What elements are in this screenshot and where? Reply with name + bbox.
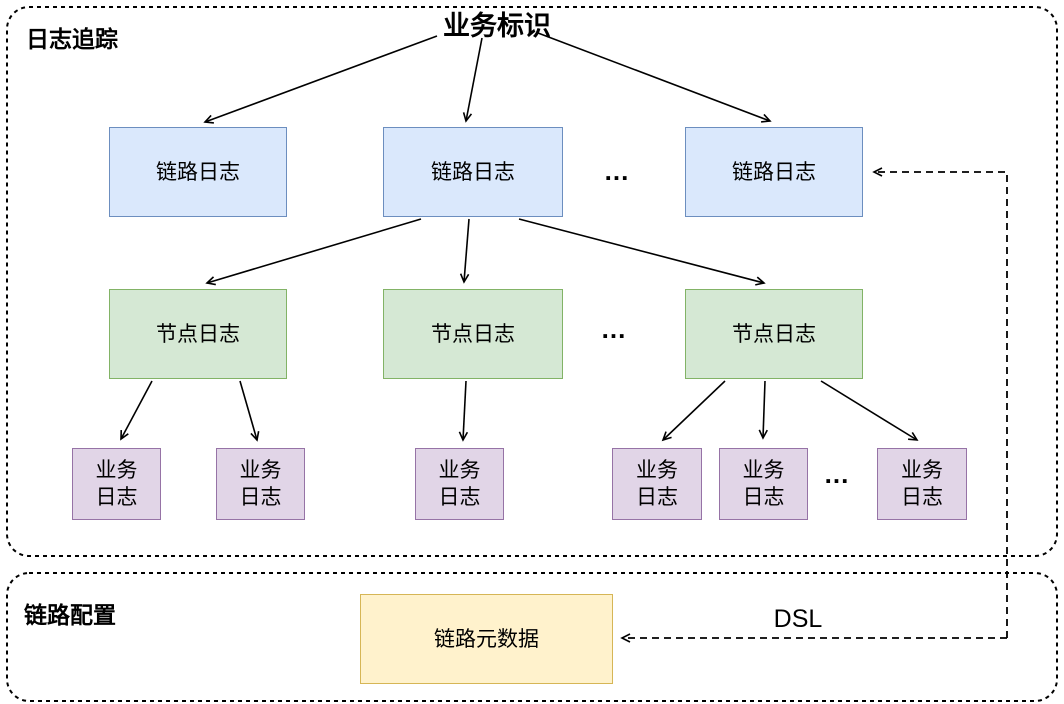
link-log-label-2: 链路日志 — [431, 160, 515, 184]
biz-log-ellipsis: ... — [824, 459, 850, 489]
config-section-label: 链路配置 — [24, 602, 116, 628]
arrow-linklog-to-nodelog-3 — [518, 218, 766, 286]
biz-log-label-1: 业务日志 — [95, 459, 138, 509]
link-log-label-1: 链路日志 — [156, 160, 240, 184]
arrow-nodelog2-to-bizlog-3 — [458, 380, 469, 442]
biz-log-box-3: 业务日志 — [415, 448, 504, 520]
biz-log-box-2: 业务日志 — [216, 448, 305, 520]
node-log-box-3: 节点日志 — [685, 289, 863, 379]
biz-log-label-2: 业务日志 — [239, 459, 282, 509]
config-section-border — [6, 572, 1058, 702]
biz-log-label-5: 业务日志 — [742, 459, 785, 509]
arrow-title-to-linklog-3 — [537, 32, 772, 123]
biz-log-box-5: 业务日志 — [719, 448, 808, 520]
biz-log-label-4: 业务日志 — [636, 459, 678, 509]
dsl-label: DSL — [773, 605, 823, 633]
node-log-box-2: 节点日志 — [383, 289, 563, 379]
arrow-nodelog3-to-bizlog-5 — [758, 380, 768, 440]
link-metadata-box: 链路元数据 — [360, 594, 613, 684]
biz-log-box-4: 业务日志 — [612, 448, 702, 520]
tracing-section-label: 日志追踪 — [26, 26, 118, 52]
biz-log-box-1: 业务日志 — [72, 448, 161, 520]
arrow-linklog-to-nodelog-2 — [459, 218, 470, 284]
tracing-section-border — [6, 6, 1058, 557]
arrow-nodelog1-to-bizlog-2 — [239, 380, 260, 442]
arrow-title-to-linklog-1 — [203, 35, 438, 124]
arrow-linklog-to-nodelog-1 — [205, 218, 422, 286]
node-log-label-3: 节点日志 — [732, 322, 816, 346]
link-log-box-3: 链路日志 — [685, 127, 863, 217]
link-log-ellipsis: ... — [604, 156, 630, 186]
node-log-box-1: 节点日志 — [109, 289, 287, 379]
dsl-dashed-arrow-to-linklog — [872, 167, 1008, 638]
link-metadata-label: 链路元数据 — [434, 627, 539, 651]
arrow-nodelog3-to-bizlog-4 — [661, 380, 726, 442]
arrow-nodelog1-to-bizlog-1 — [120, 380, 153, 441]
node-log-label-1: 节点日志 — [156, 322, 240, 346]
link-log-box-2: 链路日志 — [383, 127, 563, 217]
biz-log-label-6: 业务日志 — [901, 459, 943, 509]
link-log-box-1: 链路日志 — [109, 127, 287, 217]
node-log-ellipsis: ... — [601, 314, 627, 344]
diagram-title: 业务标识 — [443, 11, 551, 41]
link-log-label-3: 链路日志 — [732, 160, 816, 184]
biz-log-box-6: 业务日志 — [877, 448, 967, 520]
arrow-title-to-linklog-2 — [462, 37, 483, 123]
biz-log-label-3: 业务日志 — [438, 459, 481, 509]
arrow-nodelog3-to-bizlog-6 — [820, 380, 919, 441]
node-log-label-2: 节点日志 — [431, 322, 515, 346]
